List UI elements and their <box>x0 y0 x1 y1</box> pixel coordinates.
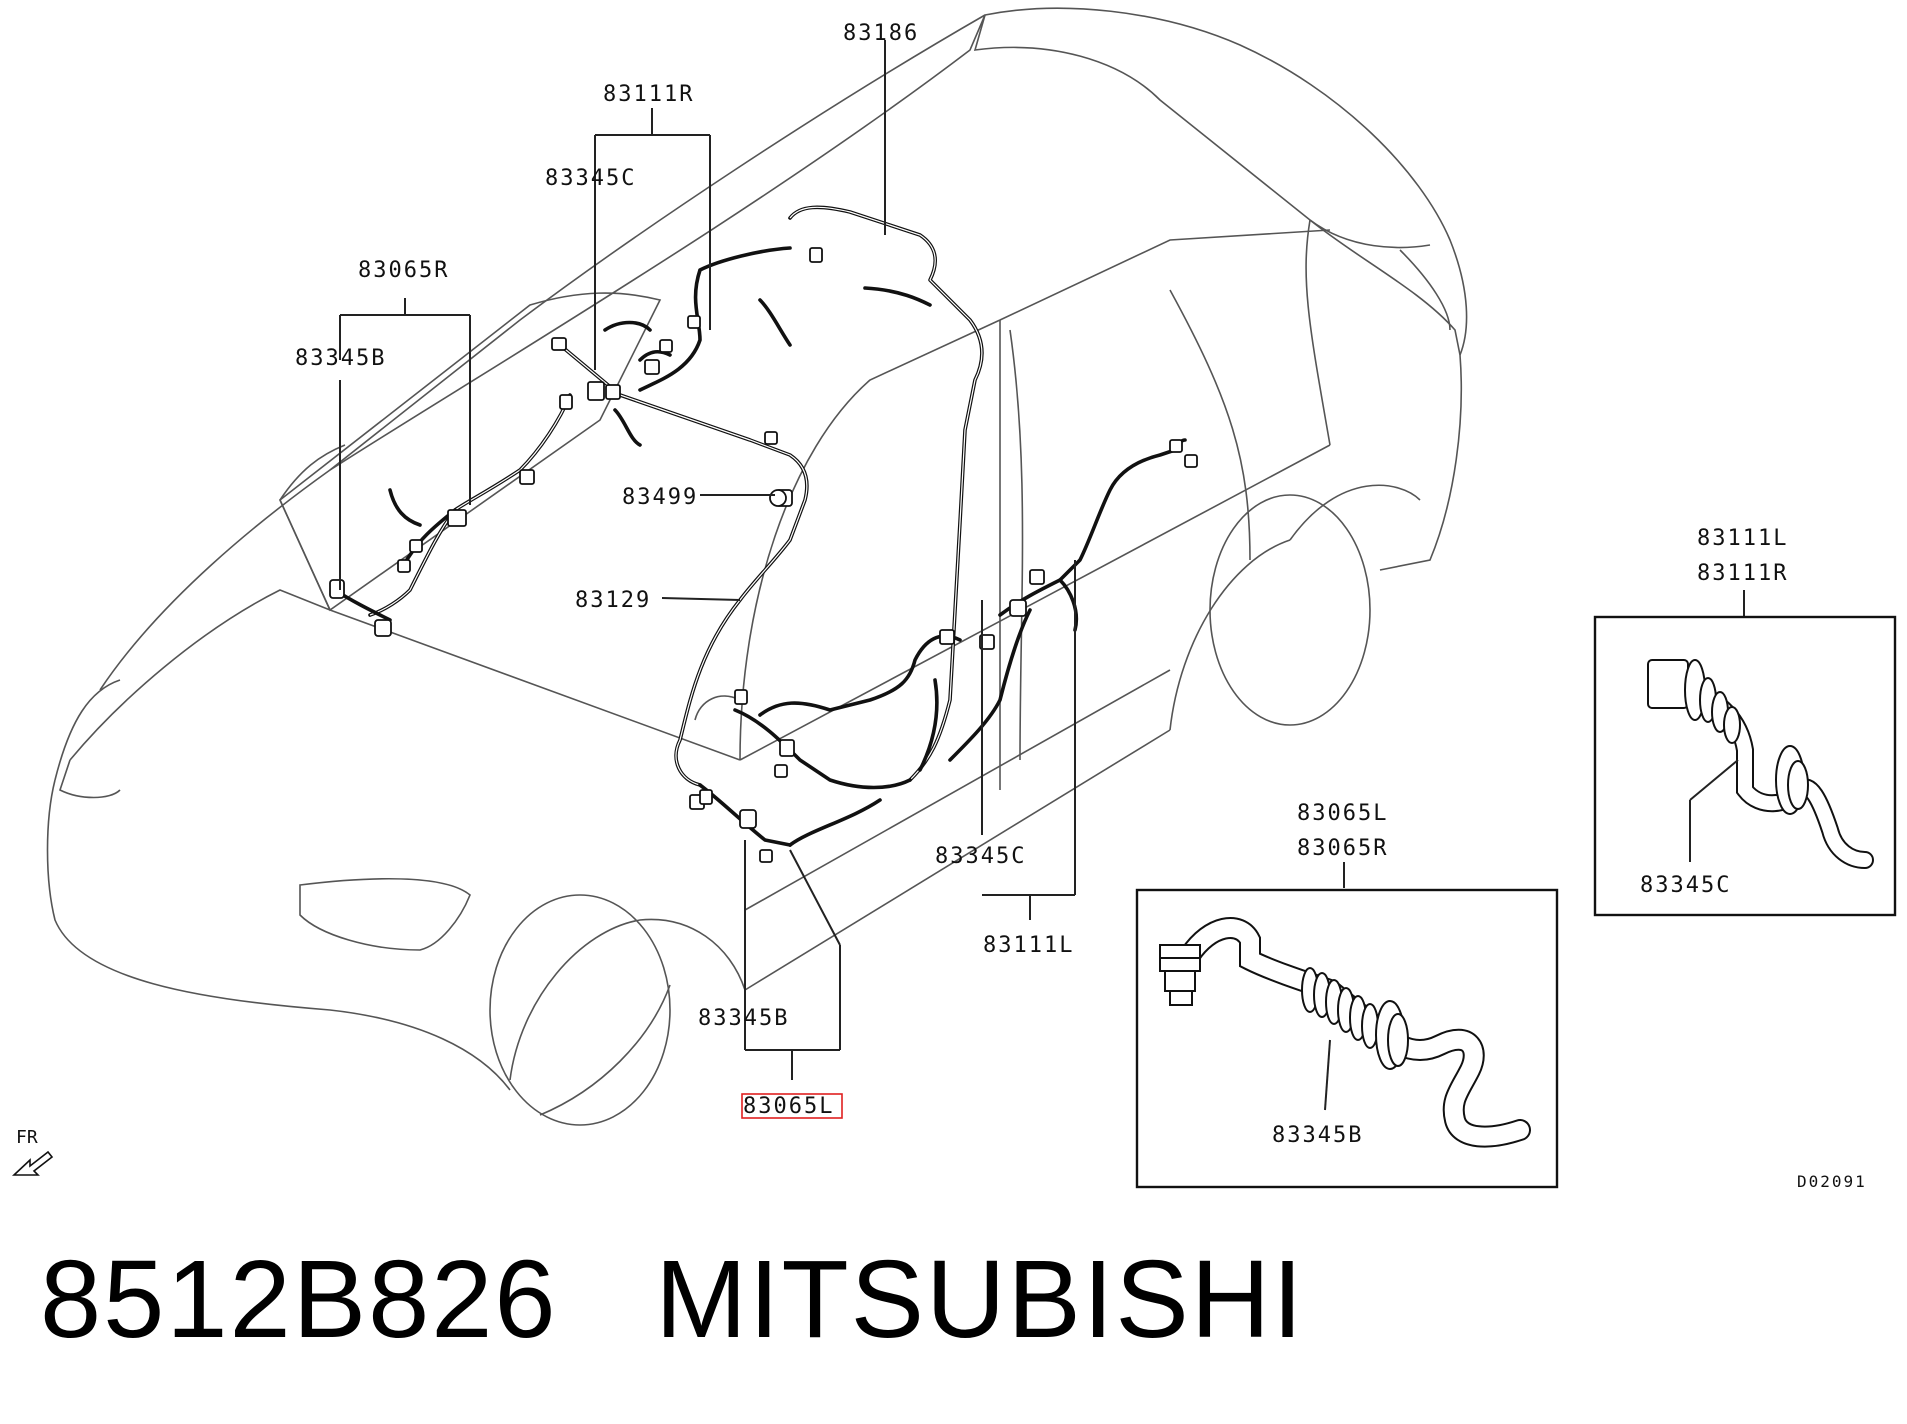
label-83065l-highlight: 83065L <box>743 1094 834 1119</box>
label-83186: 83186 <box>843 21 919 46</box>
inset2-title-2: 83065R <box>1297 836 1388 861</box>
inset2-title-1: 83065L <box>1297 801 1388 826</box>
caption-part-number: 8512B826 <box>40 1238 558 1361</box>
fr-arrow-icon <box>11 1150 54 1176</box>
part-labels: 83186 83111R 83345C 83065R 83345B 83499 … <box>295 21 1074 1119</box>
inset1-title-1: 83111L <box>1697 526 1788 551</box>
front-direction-marker: FR <box>11 1127 54 1176</box>
inset1-title-2: 83111R <box>1697 561 1788 586</box>
inset2-grommet-label: 83345B <box>1272 1123 1363 1148</box>
label-83345b-mid: 83345B <box>698 1006 789 1031</box>
label-83345b-right: 83345B <box>295 346 386 371</box>
label-83345c-top: 83345C <box>545 166 636 191</box>
harness-connectors <box>329 247 1198 863</box>
label-83065r: 83065R <box>358 258 449 283</box>
inset1-grommet-label: 83345C <box>1640 873 1731 898</box>
caption: 8512B826 MITSUBISHI <box>40 1245 1305 1355</box>
label-83129: 83129 <box>575 588 651 613</box>
label-83111l-bottom: 83111L <box>983 933 1074 958</box>
diagram-code: D02091 <box>1797 1172 1867 1191</box>
fr-label: FR <box>16 1127 38 1148</box>
label-83499: 83499 <box>622 485 698 510</box>
label-83111r-top: 83111R <box>603 82 694 107</box>
highlight-box <box>741 1093 843 1119</box>
leader-lines <box>339 40 1745 1080</box>
inset-grommet-b: 83065L 83065R 83345B <box>1135 801 1559 1189</box>
caption-brand: MITSUBISHI <box>655 1238 1305 1361</box>
inset-grommet-c: 83111L 83111R 83345C <box>1593 526 1897 917</box>
label-83345c-mid: 83345C <box>935 844 1026 869</box>
